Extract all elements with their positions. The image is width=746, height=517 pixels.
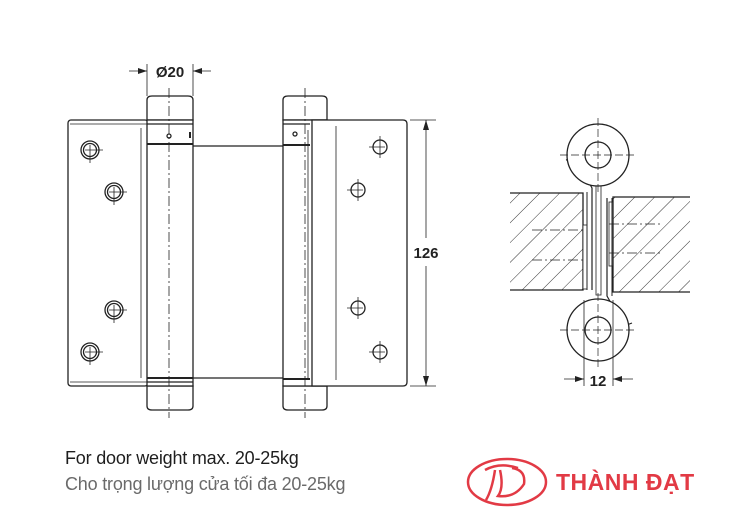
- gap-dimension: [564, 300, 633, 386]
- caption-vietnamese: Cho trọng lượng cửa tối đa 20-25kg: [65, 474, 346, 494]
- gap-label: 12: [590, 373, 607, 390]
- right-hinge-leaf: [311, 119, 408, 387]
- caption-english: For door weight max. 20-25kg: [65, 448, 299, 468]
- brand-logo: [466, 457, 548, 507]
- brand-name: THÀNH ĐẠT: [556, 469, 695, 495]
- section-view: [510, 118, 690, 368]
- height-dimension: [410, 119, 436, 387]
- right-hinge-holes: [347, 136, 388, 363]
- diameter-label: Ø20: [156, 64, 184, 81]
- spring-connection: [193, 145, 283, 379]
- height-label: 126: [413, 245, 438, 262]
- left-hinge-holes: [80, 140, 127, 365]
- left-barrel: [146, 88, 194, 418]
- left-hinge-leaf: [67, 119, 149, 387]
- diameter-dimension: [129, 64, 211, 96]
